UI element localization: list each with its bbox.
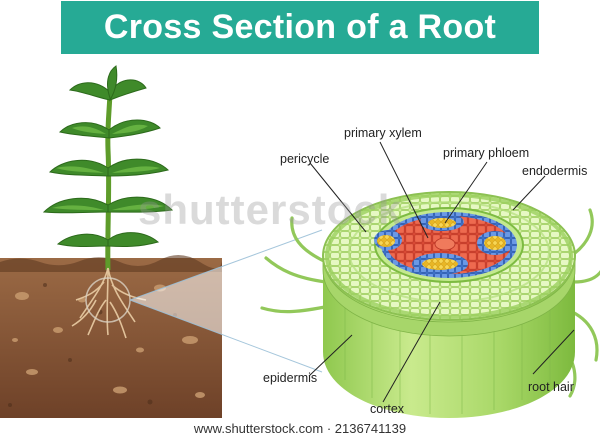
root-top-face bbox=[322, 191, 576, 321]
label-cortex: cortex bbox=[370, 402, 405, 416]
title-banner: Cross Section of a Root bbox=[61, 1, 539, 54]
label-endodermis: endodermis bbox=[522, 164, 588, 178]
label-pericycle: pericycle bbox=[280, 152, 330, 166]
footer-credit: www.shutterstock.com · 2136741139 bbox=[193, 421, 407, 436]
label-epidermis: epidermis bbox=[263, 371, 318, 385]
label-primary-phloem: primary phloem bbox=[443, 146, 530, 160]
label-root-hair: root hair bbox=[528, 380, 574, 394]
footer-bar bbox=[0, 418, 600, 438]
page-title: Cross Section of a Root bbox=[103, 8, 497, 46]
soil-block bbox=[0, 254, 222, 418]
primary-xylem bbox=[377, 218, 506, 270]
label-primary-xylem: primary xylem bbox=[344, 126, 422, 140]
watermark: shutterstock bbox=[138, 186, 403, 233]
leader-lines bbox=[308, 141, 575, 403]
plant-seedling bbox=[42, 65, 174, 339]
